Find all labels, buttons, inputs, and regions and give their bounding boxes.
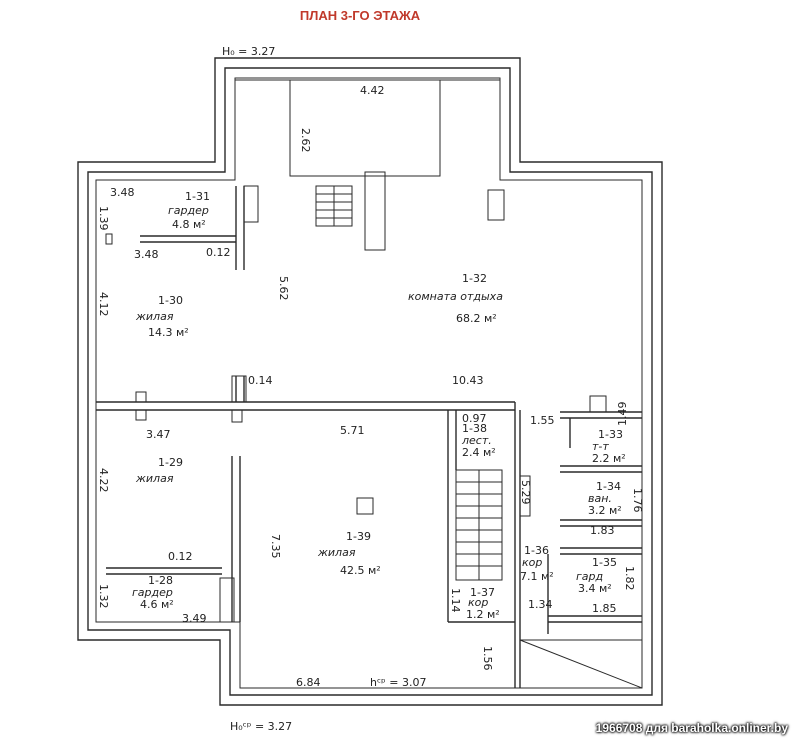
column-2	[487, 189, 505, 221]
dim-3-48-bottom: 3.48	[134, 248, 159, 261]
dim-5-62: 5.62	[277, 276, 290, 301]
pier-2	[135, 391, 147, 403]
room-1-33-num: 1-33	[598, 428, 623, 441]
watermark: 1966708 для baraholka.onliner.by	[595, 721, 788, 735]
dim-10-43: 10.43	[452, 374, 484, 387]
room-1-37-name: кор	[468, 596, 488, 609]
pier-4	[135, 409, 147, 421]
room-1-28-num: 1-28	[148, 574, 173, 587]
room-1-33-name: т-т	[592, 440, 609, 453]
dim-5-71: 5.71	[340, 424, 365, 437]
dim-4-42: 4.42	[360, 84, 385, 97]
room-1-39-num: 1-39	[346, 530, 371, 543]
room-1-36-area: 7.1 м²	[520, 570, 554, 583]
room-1-32-num: 1-32	[462, 272, 487, 285]
stair-ramp	[519, 639, 643, 689]
room-1-30-num: 1-30	[158, 294, 183, 307]
wall-middle	[96, 401, 521, 688]
room-1-37-num: 1-37	[470, 586, 495, 599]
dim-0-97: 0.97	[462, 412, 487, 425]
room-1-29-num: 1-29	[158, 456, 183, 469]
dim-6-84: 6.84	[296, 676, 321, 689]
room-1-35-num: 1-35	[592, 556, 617, 569]
room-1-39-name: жилая	[317, 546, 356, 559]
room-1-32-name: комната отдыха	[408, 290, 503, 303]
dim-1-55: 1.55	[530, 414, 555, 427]
dim-1-56: 1.56	[481, 646, 494, 671]
dim-0-14: 0.14	[248, 374, 273, 387]
column-4	[356, 497, 374, 515]
dim-3-48-top: 3.48	[110, 186, 135, 199]
room-1-34-name: ван.	[588, 492, 612, 505]
dim-3-49: 3.49	[182, 612, 207, 625]
room-1-38-num: 1-38	[462, 422, 487, 435]
room-1-38-name: лест.	[461, 434, 492, 447]
outer-wall-inner	[87, 67, 653, 696]
dim-1-14: 1.14	[449, 588, 462, 613]
room-1-39-area: 42.5 м²	[340, 564, 381, 577]
wall-lower-left	[106, 456, 241, 622]
dim-5-29: 5.29	[519, 480, 532, 505]
pier-8	[519, 475, 531, 517]
dim-1-39: 1.39	[97, 206, 110, 231]
dim-4-22: 4.22	[97, 468, 110, 493]
column-1	[364, 171, 386, 251]
room-1-37-area: 1.2 м²	[466, 608, 500, 621]
room-1-36-name: кор	[522, 556, 542, 569]
top-height-label: H₀ = 3.27	[222, 45, 275, 58]
dim-1-32: 1.32	[97, 584, 110, 609]
plan-title: ПЛАН 3-ГО ЭТАЖА	[299, 8, 421, 23]
column-3	[243, 185, 259, 223]
room-1-34-num: 1-34	[596, 480, 621, 493]
room-1-30-name: жилая	[135, 310, 174, 323]
room-1-36-num: 1-36	[524, 544, 549, 557]
dim-1-82: 1.82	[623, 566, 636, 591]
room-1-34-area: 3.2 м²	[588, 504, 622, 517]
outer-wall	[77, 57, 663, 706]
room-1-31-area: 4.8 м²	[172, 218, 206, 231]
dim-7-35: 7.35	[269, 534, 282, 559]
pier-5	[231, 409, 243, 423]
dim-0-12-a: 0.12	[206, 246, 231, 259]
room-1-35-name: гард	[576, 570, 603, 583]
room-1-31-num: 1-31	[185, 190, 210, 203]
room-1-30-area: 14.3 м²	[148, 326, 189, 339]
room-1-31-name: гардер	[168, 204, 209, 217]
pier-1	[105, 233, 113, 245]
dim-1-49: 1.49	[616, 402, 629, 427]
dim-0-12-b: 0.12	[168, 550, 193, 563]
wall-left-room	[235, 186, 245, 402]
room-1-32-area: 68.2 м²	[456, 312, 497, 325]
stair-central	[447, 410, 515, 623]
dim-1-85: 1.85	[592, 602, 617, 615]
bottom-height-label: H₀ᶜᵖ = 3.27	[230, 720, 292, 733]
pier-7	[589, 395, 607, 413]
room-1-28-name: гардер	[132, 586, 173, 599]
room-1-35-area: 3.4 м²	[578, 582, 612, 595]
room-1-38-area: 2.4 м²	[462, 446, 496, 459]
room-1-28-area: 4.6 м²	[140, 598, 174, 611]
pier-3	[231, 375, 247, 403]
dim-2-62: 2.62	[299, 128, 312, 153]
dim-1-83: 1.83	[590, 524, 615, 537]
dim-1-34: 1.34	[528, 598, 553, 611]
dim-3-47: 3.47	[146, 428, 171, 441]
room-1-33-area: 2.2 м²	[592, 452, 626, 465]
pier-6	[219, 577, 235, 623]
stair-top	[315, 185, 353, 227]
dim-4-12: 4.12	[97, 292, 110, 317]
dim-1-76: 1.76	[631, 488, 644, 513]
wall-garder-top	[140, 235, 236, 243]
outer-wall-inner-2	[95, 77, 643, 689]
room-1-29-name: жилая	[135, 472, 174, 485]
avg-height-label: hᶜᵖ = 3.07	[370, 676, 426, 689]
